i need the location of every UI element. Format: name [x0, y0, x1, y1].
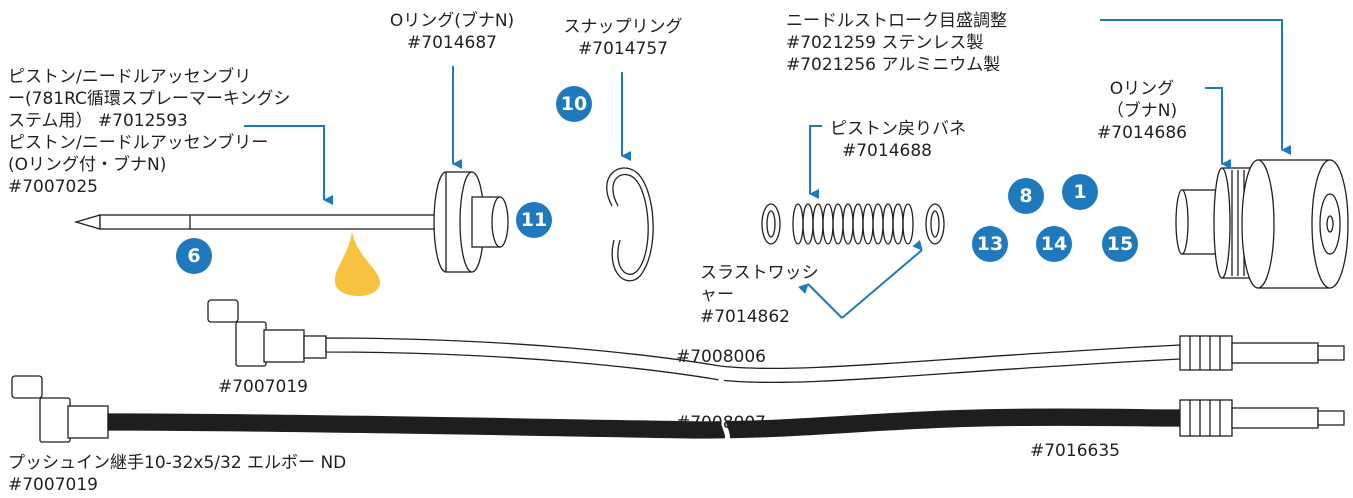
snap-ring-part — [606, 167, 654, 282]
label-needle-stroke-adjust: ニードルストローク目盛調整 #7021259 ステンレス製 #7021256 ア… — [786, 11, 1007, 75]
label-hose-light: #7008006 — [676, 347, 766, 367]
needle-stroke-adjust-knob — [1175, 159, 1349, 289]
label-thrust-washer: スラストワッシ ャー #7014862 — [700, 263, 819, 327]
label-piston-return-spring: ピストン戻りバネ #7014688 — [830, 119, 966, 161]
piston-return-spring — [792, 203, 914, 245]
thrust-washer-right — [925, 203, 945, 245]
badge-13: 13 — [972, 226, 1008, 262]
label-snap-ring: スナップリング #7014757 — [563, 17, 683, 59]
badge-6: 6 — [176, 238, 212, 274]
badge-1: 1 — [1062, 174, 1098, 210]
badge-8: 8 — [1008, 178, 1044, 214]
label-elbow-top: #7007019 — [218, 377, 308, 397]
label-hose-dark: #7008007 — [676, 413, 766, 433]
hose-break-mark — [718, 366, 730, 446]
lubricant-drop-icon — [334, 232, 380, 297]
label-oring-left: Oリング(ブナN) #7014687 — [389, 11, 515, 53]
hose-dark-assembly — [11, 375, 1345, 443]
callout-arrows — [244, 19, 1291, 319]
label-oring-right: Oリング （ブナN) #7014686 — [1097, 79, 1187, 143]
label-piston-needle-assembly: ピストン/ニードルアッセンブリ ー(781RC循環スプレーマーキングシ ステム用… — [8, 67, 291, 197]
label-fitting-right: #7016635 — [1030, 441, 1120, 461]
piston-needle-assembly — [73, 171, 509, 273]
thrust-washer-left — [761, 203, 781, 245]
badge-11: 11 — [516, 202, 552, 238]
badge-15: 15 — [1102, 226, 1138, 262]
badge-10: 10 — [556, 86, 592, 122]
badge-14: 14 — [1036, 226, 1072, 262]
hose-light-assembly — [207, 299, 1345, 384]
label-push-in-fitting: プッシュイン継手10-32x5/32 エルボー ND #7007019 — [8, 453, 347, 495]
